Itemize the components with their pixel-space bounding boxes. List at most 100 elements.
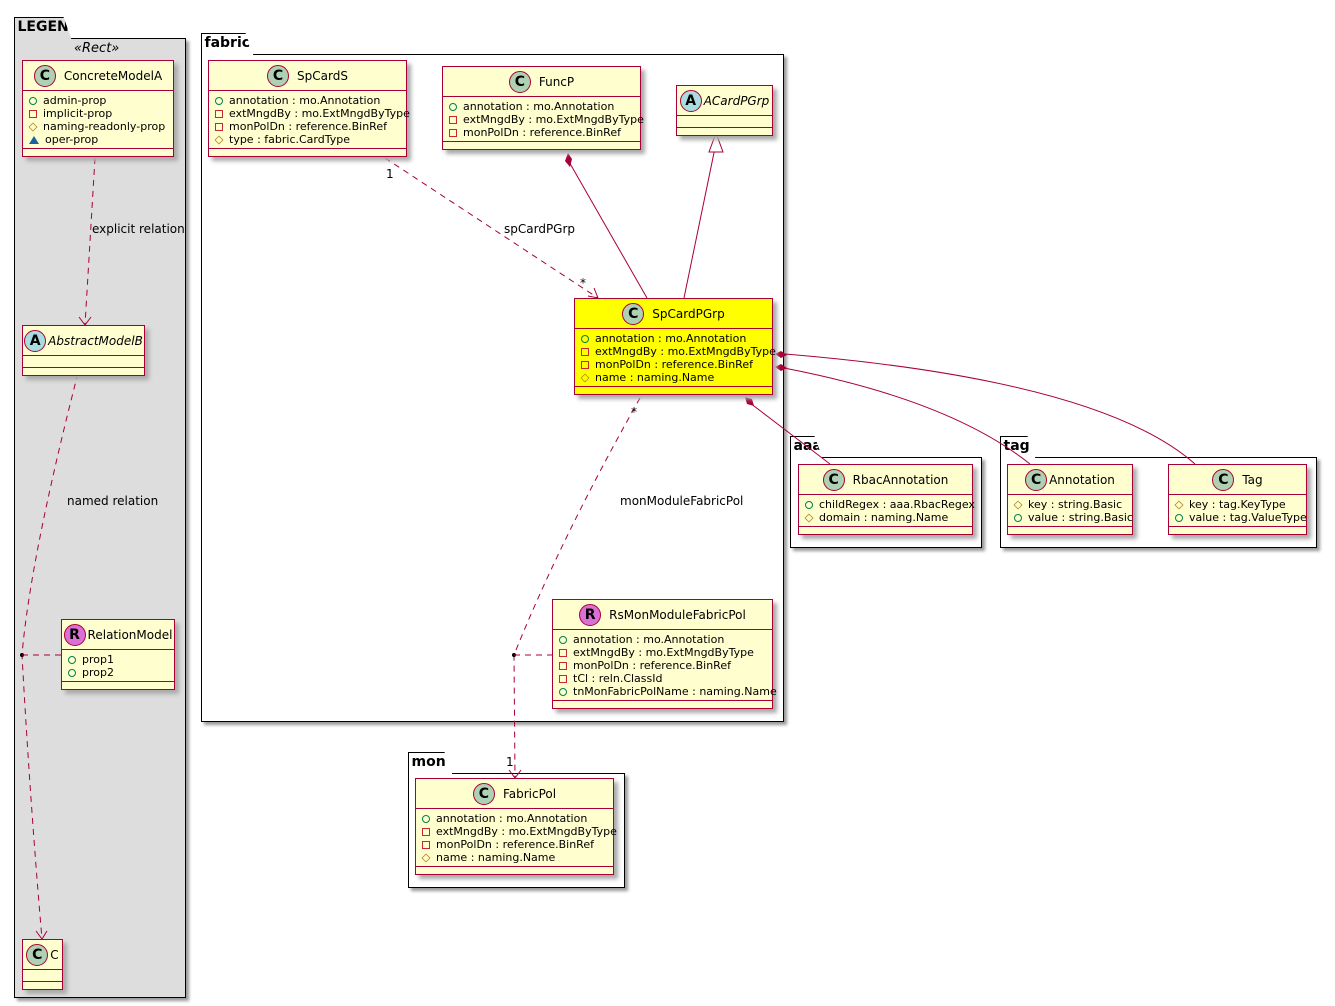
- attribute-text: domain : naming.Name: [819, 511, 949, 524]
- class-stereotype-icon: C: [508, 70, 531, 93]
- attribute-text: monPolDn : reference.BinRef: [463, 126, 621, 139]
- attribute: oper-prop: [29, 133, 167, 146]
- class-stereotype-icon: C: [822, 468, 845, 491]
- attribute: childRegex : aaa.RbacRegex: [805, 498, 975, 511]
- visibility-pub-icon: [805, 500, 813, 509]
- attribute-text: monPolDn : reference.BinRef: [229, 120, 387, 133]
- attribute: monPolDn : reference.BinRef: [422, 838, 607, 851]
- class-name: AbstractModelB: [48, 333, 143, 348]
- visibility-prot-icon: [214, 134, 224, 145]
- abstract-stereotype-icon: A: [679, 89, 702, 112]
- attribute: extMngdBy : mo.ExtMngdByType: [422, 825, 617, 838]
- attribute: monPolDn : reference.BinRef: [449, 126, 634, 139]
- mult-spcardpgrp: *: [580, 276, 586, 290]
- visibility-pub-icon: [559, 635, 567, 644]
- class-name: RsMonModuleFabricPol: [609, 607, 746, 622]
- attribute: annotation : mo.Annotation: [581, 332, 766, 345]
- class-name: Annotation: [1049, 472, 1115, 487]
- methods: [799, 527, 972, 534]
- class-name: SpCardPGrp: [652, 306, 725, 321]
- class-name: C: [50, 947, 59, 962]
- attribute: extMngdBy : mo.ExtMngdByType: [215, 107, 410, 120]
- composition-diamond-icon: [745, 397, 754, 406]
- attribute: implicit-prop: [29, 107, 167, 120]
- attribute-text: monPolDn : reference.BinRef: [436, 838, 594, 851]
- attribute-text: prop2: [82, 666, 114, 679]
- attribute: monPolDn : reference.BinRef: [559, 659, 766, 672]
- visibility-pub-icon: [215, 96, 223, 105]
- attributes: [677, 116, 772, 128]
- inheritance-line: [683, 142, 717, 299]
- attribute: name : naming.Name: [580, 371, 766, 384]
- attribute: prop2: [68, 666, 168, 679]
- attribute-text: extMngdBy : mo.ExtMngdByType: [229, 107, 410, 120]
- attribute-text: extMngdBy : mo.ExtMngdByType: [463, 113, 644, 126]
- attribute: annotation : mo.Annotation: [215, 94, 400, 107]
- package-tab: LEGEND: [14, 17, 72, 39]
- visibility-priv-icon: [559, 661, 567, 670]
- attribute: annotation : mo.Annotation: [422, 812, 607, 825]
- attribute: prop1: [68, 653, 168, 666]
- class-name: ConcreteModelA: [63, 68, 163, 83]
- mult-monmodule-src: *: [631, 405, 637, 419]
- attribute-text: monPolDn : reference.BinRef: [573, 659, 731, 672]
- attribute-text: extMngdBy : mo.ExtMngdByType: [595, 345, 776, 358]
- visibility-priv-icon: [215, 109, 223, 118]
- visibility-prot-icon: [804, 512, 814, 523]
- methods: [209, 149, 406, 156]
- class-name: Tag: [1242, 472, 1263, 487]
- attribute-text: tnMonFabricPolName : naming.Name: [573, 685, 777, 698]
- attribute-text: annotation : mo.Annotation: [463, 100, 615, 113]
- visibility-priv-icon: [581, 347, 589, 356]
- methods: [575, 387, 772, 394]
- class-name: ACardPGrp: [703, 93, 770, 108]
- legend-stereotype: «Rect»: [74, 41, 120, 56]
- label-spcardpgrp: spCardPGrp: [504, 222, 576, 236]
- visibility-pub-icon: [422, 814, 430, 823]
- spcardpgrp-relation-line: [384, 157, 599, 299]
- abstract-stereotype-icon: A: [24, 329, 47, 352]
- attribute: key : string.Basic: [1013, 498, 1126, 511]
- attribute: monPolDn : reference.BinRef: [581, 358, 766, 371]
- methods: [677, 128, 772, 135]
- visibility-priv-icon: [559, 648, 567, 657]
- visibility-pub-icon: [68, 668, 76, 677]
- attribute-text: admin-prop: [43, 94, 107, 107]
- visibility-pub-icon: [449, 102, 457, 111]
- attribute-text: annotation : mo.Annotation: [573, 633, 725, 646]
- attribute-text: value : tag.ValueType: [1189, 511, 1307, 524]
- attribute: name : naming.Name: [421, 851, 607, 864]
- rbac-composition-line: [749, 402, 831, 465]
- attribute: extMngdBy : mo.ExtMngdByType: [449, 113, 644, 126]
- attribute: key : tag.KeyType: [1174, 498, 1300, 511]
- attribute-text: annotation : mo.Annotation: [436, 812, 588, 825]
- visibility-pub-icon: [1014, 513, 1022, 522]
- class-name: SpCardS: [297, 68, 348, 83]
- mult-spcards: 1: [386, 167, 394, 181]
- relation-stereotype-icon: R: [63, 623, 86, 646]
